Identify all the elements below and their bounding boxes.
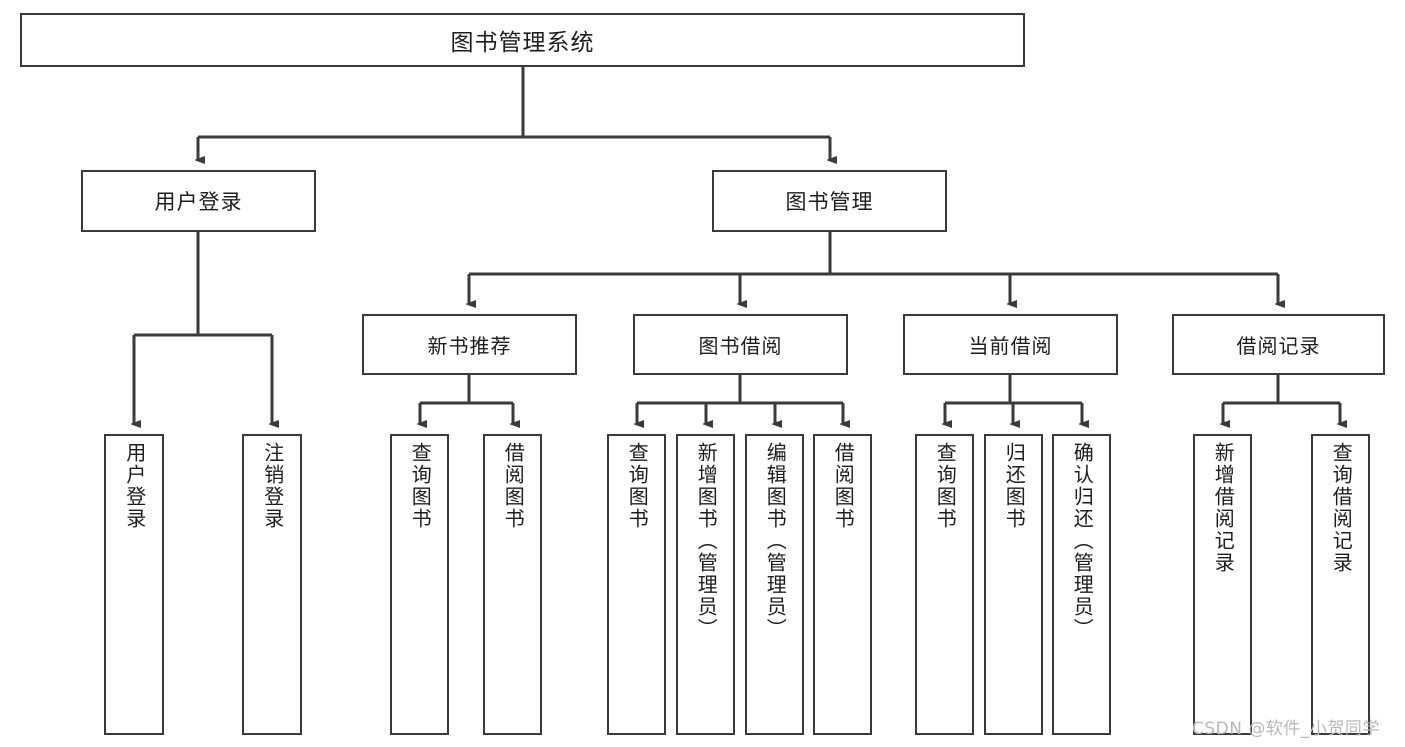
node-leaf-return-book-label: 归还图书 (1002, 442, 1027, 530)
node-new-book-rec-label: 新书推荐 (427, 334, 512, 358)
node-leaf-query-book-2-label: 查询图书 (625, 442, 650, 530)
node-leaf-return-book[interactable]: 归还图书 (984, 434, 1043, 735)
node-leaf-logout[interactable]: 注销登录 (242, 434, 302, 735)
node-borrow-record[interactable]: 借阅记录 (1172, 314, 1385, 375)
node-leaf-user-login[interactable]: 用户登录 (104, 434, 164, 735)
node-leaf-edit-book-label: 编辑图书（管理员） (763, 442, 788, 640)
node-leaf-query-book-2[interactable]: 查询图书 (607, 434, 666, 735)
node-leaf-add-book[interactable]: 新增图书（管理员） (676, 434, 735, 735)
node-current-borrow[interactable]: 当前借阅 (903, 314, 1118, 375)
node-borrow-record-label: 借阅记录 (1236, 334, 1321, 358)
node-leaf-edit-book[interactable]: 编辑图书（管理员） (745, 434, 804, 735)
node-root[interactable]: 图书管理系统 (20, 13, 1025, 67)
node-leaf-add-book-label: 新增图书（管理员） (694, 442, 719, 640)
node-book-borrow[interactable]: 图书借阅 (633, 314, 848, 375)
node-leaf-add-record[interactable]: 新增借阅记录 (1193, 434, 1252, 735)
node-leaf-user-login-label: 用户登录 (122, 442, 147, 530)
node-leaf-borrow-book-2-label: 借阅图书 (831, 442, 856, 530)
node-book-borrow-label: 图书借阅 (698, 334, 783, 358)
node-leaf-borrow-book-2[interactable]: 借阅图书 (813, 434, 872, 735)
node-leaf-query-record-label: 查询借阅记录 (1329, 442, 1354, 574)
csdn-watermark: CSDN @软件_小贺同学 (1192, 719, 1380, 739)
node-leaf-logout-label: 注销登录 (260, 442, 285, 530)
node-book-manage[interactable]: 图书管理 (712, 170, 947, 232)
node-leaf-query-book-1[interactable]: 查询图书 (390, 434, 449, 735)
node-user-login[interactable]: 用户登录 (81, 170, 316, 232)
node-leaf-borrow-book-1[interactable]: 借阅图书 (483, 434, 542, 735)
node-root-label: 图书管理系统 (450, 30, 595, 56)
node-leaf-query-record[interactable]: 查询借阅记录 (1311, 434, 1370, 735)
node-leaf-borrow-book-1-label: 借阅图书 (501, 442, 526, 530)
node-leaf-confirm-return-label: 确认归还（管理员） (1070, 442, 1095, 640)
node-leaf-query-book-1-label: 查询图书 (408, 442, 433, 530)
node-leaf-query-book-3[interactable]: 查询图书 (915, 434, 974, 735)
node-book-manage-label: 图书管理 (785, 190, 874, 214)
node-user-login-label: 用户登录 (154, 190, 243, 214)
node-leaf-add-record-label: 新增借阅记录 (1211, 442, 1236, 574)
node-new-book-rec[interactable]: 新书推荐 (362, 314, 577, 375)
node-leaf-confirm-return[interactable]: 确认归还（管理员） (1052, 434, 1111, 735)
node-current-borrow-label: 当前借阅 (968, 334, 1053, 358)
node-leaf-query-book-3-label: 查询图书 (933, 442, 958, 530)
